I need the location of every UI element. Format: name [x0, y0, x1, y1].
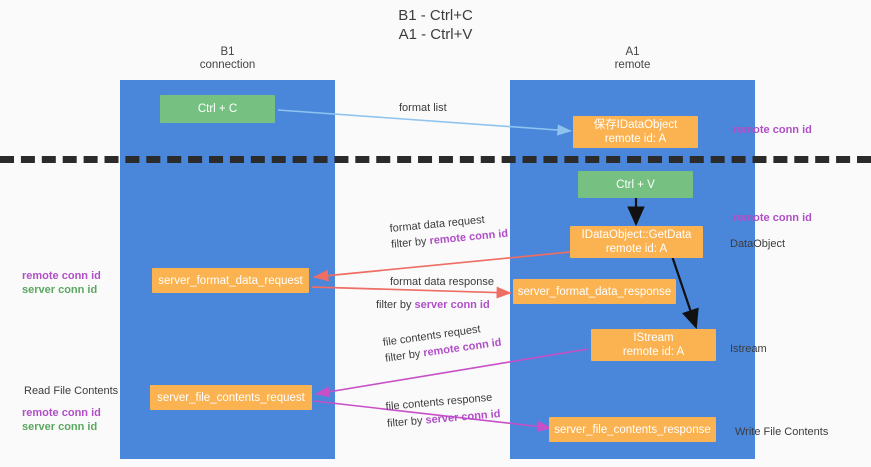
flow-label-file-contents-response-group: file contents response filter by server …: [385, 390, 501, 431]
flow-label-format-data-response: format data response: [390, 276, 494, 288]
box-ctrl-c-label: Ctrl + C: [197, 103, 238, 115]
box-ctrl-v-label: Ctrl + V: [616, 178, 655, 191]
box-istream-line1: IStream: [633, 332, 674, 344]
filter-key-server-conn-id: server conn id: [424, 408, 501, 427]
box-ctrl-c[interactable]: Ctrl + C: [160, 95, 275, 123]
annotation-dataobject: DataObject: [730, 238, 786, 250]
annotation-istream: Istream: [730, 343, 767, 355]
box-save-dataobject-line2: remote id: A: [604, 133, 667, 145]
box-server-file-contents-response[interactable]: server_file_contents_response: [549, 417, 716, 442]
lane-header-b1-name: B1: [220, 46, 235, 58]
annotation-remote-conn-id-top: remote conn id: [733, 124, 812, 136]
box-server-file-contents-request[interactable]: server_file_contents_request: [150, 385, 312, 410]
annotation-left-server-conn-id-bottom: server conn id: [22, 421, 98, 433]
box-server-file-contents-response-label: server_file_contents_response: [554, 423, 711, 436]
box-save-dataobject[interactable]: 保存IDataObject remote id: A: [573, 116, 698, 148]
lane-header-a1-role: remote: [614, 59, 651, 71]
box-idataobject-getdata-line2: remote id: A: [605, 243, 668, 255]
flow-label-format-list: format list: [399, 102, 447, 114]
phase-divider: [0, 156, 871, 163]
page-title: B1 - Ctrl+C A1 - Ctrl+V: [0, 6, 871, 44]
annotation-left-remote-conn-id-mid: remote conn id: [22, 270, 101, 282]
lane-header-b1: B1 connection: [120, 46, 335, 72]
annotation-left-server-conn-id-mid: server conn id: [22, 284, 98, 296]
box-istream-line2: remote id: A: [622, 346, 685, 358]
box-ctrl-v[interactable]: Ctrl + V: [578, 171, 693, 198]
box-server-file-contents-request-label: server_file_contents_request: [157, 391, 305, 404]
lane-header-b1-role: connection: [199, 59, 256, 71]
box-server-format-data-response-label: server_format_data_response: [517, 285, 672, 298]
box-server-format-data-request[interactable]: server_format_data_request: [152, 268, 309, 293]
annotation-remote-conn-id-mid: remote conn id: [733, 212, 812, 224]
filter-prefix: filter by: [376, 299, 415, 311]
box-server-format-data-request-label: server_format_data_request: [158, 274, 303, 287]
box-idataobject-getdata[interactable]: IDataObject::GetData remote id: A: [570, 226, 703, 258]
lane-header-a1: A1 remote: [510, 46, 755, 72]
box-save-dataobject-line1: 保存IDataObject: [593, 119, 678, 131]
annotation-write-file-contents: Write File Contents: [735, 426, 829, 438]
annotation-left-remote-conn-id-bottom: remote conn id: [22, 407, 101, 419]
filter-key-server-conn-id: server conn id: [414, 299, 490, 311]
annotation-read-file-contents: Read File Contents: [24, 385, 119, 397]
filter-prefix: filter by: [384, 347, 425, 365]
title-line-1: B1 - Ctrl+C: [398, 7, 473, 24]
box-server-format-data-response[interactable]: server_format_data_response: [513, 279, 676, 304]
filter-prefix: filter by: [390, 235, 431, 251]
box-idataobject-getdata-line1: IDataObject::GetData: [581, 229, 692, 241]
flow-label-format-data-request-group: format data request filter by remote con…: [389, 211, 509, 252]
flow-label-format-data-response-filter: filter by server conn id: [376, 298, 490, 312]
flow-label-file-contents-request-group: file contents request filter by remote c…: [382, 320, 502, 366]
filter-prefix: filter by: [386, 414, 426, 430]
title-line-2: A1 - Ctrl+V: [398, 26, 473, 43]
box-istream[interactable]: IStream remote id: A: [591, 329, 716, 361]
lane-header-a1-name: A1: [625, 46, 640, 58]
